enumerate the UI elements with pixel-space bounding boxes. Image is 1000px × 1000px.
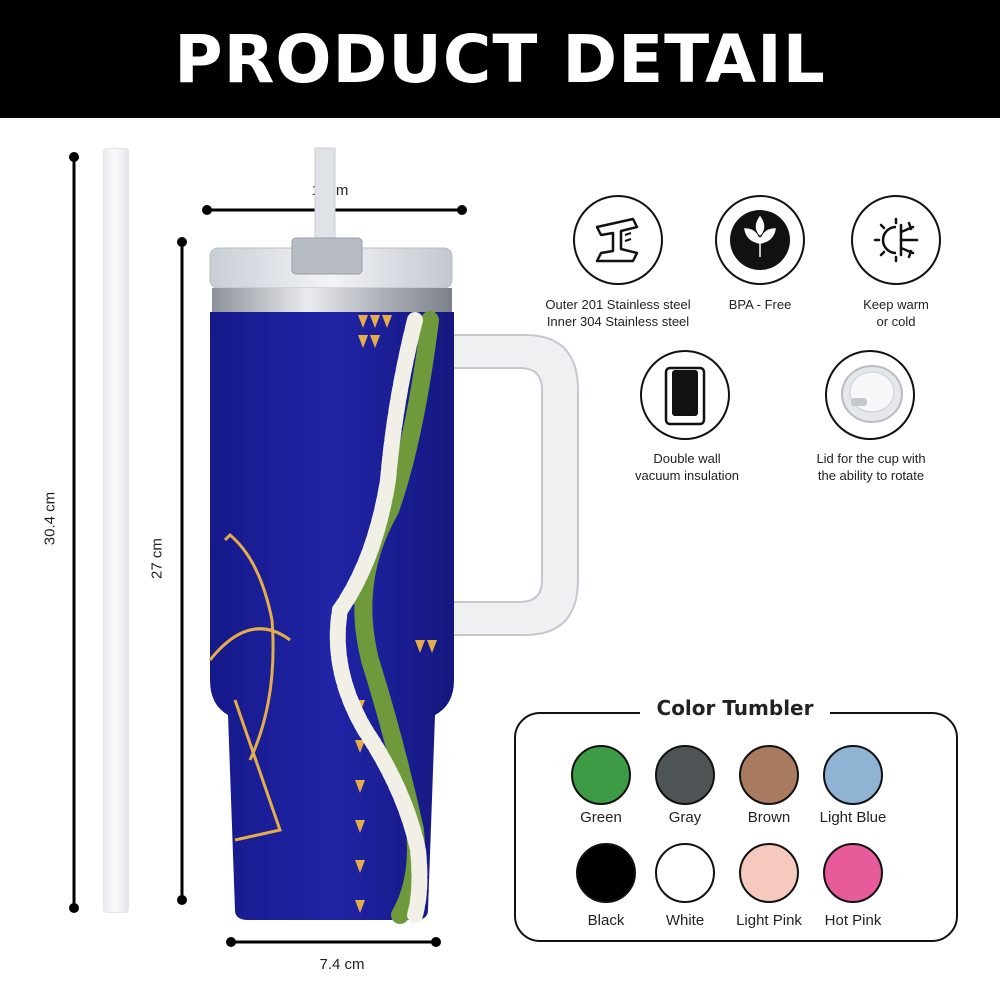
header-banner: PRODUCT DETAIL xyxy=(0,0,1000,118)
leaf-icon xyxy=(715,195,805,285)
color-panel-title: Color Tumbler xyxy=(640,696,830,720)
swatch-label-hot-pink: Hot Pink xyxy=(824,912,882,929)
swatch-hot-pink[interactable] xyxy=(823,843,883,903)
swatch-light-pink[interactable] xyxy=(739,843,799,903)
swatch-label-light-pink: Light Pink xyxy=(736,912,802,929)
feature-label-temperature: Keep warm or cold xyxy=(863,297,929,329)
swatch-brown[interactable] xyxy=(739,745,799,805)
color-options-panel xyxy=(514,712,958,942)
swatch-label-white: White xyxy=(665,912,705,929)
tumbler-image xyxy=(208,147,579,924)
feature-label-double-wall: Double wall vacuum insulation xyxy=(634,451,740,483)
swatch-label-gray: Gray xyxy=(668,809,702,826)
feature-label-lid: Lid for the cup with the ability to rota… xyxy=(816,451,926,483)
swatch-label-green: Green xyxy=(580,809,622,826)
straw-height-label: 30.4 cm xyxy=(41,491,59,546)
swatch-white[interactable] xyxy=(655,843,715,903)
swatch-label-brown: Brown xyxy=(747,809,791,826)
swatch-gray[interactable] xyxy=(655,745,715,805)
swatch-green[interactable] xyxy=(571,745,631,805)
sun-snowflake-icon xyxy=(851,195,941,285)
steel-beam-icon xyxy=(573,195,663,285)
swatch-light-blue[interactable] xyxy=(823,745,883,805)
straw-height-line xyxy=(69,152,79,913)
swatch-label-light-blue: Light Blue xyxy=(819,809,887,826)
feature-label-bpa: BPA - Free xyxy=(728,297,792,312)
bottom-width-line xyxy=(226,937,441,947)
swatch-label-black: Black xyxy=(587,912,625,929)
lid-icon xyxy=(825,350,915,440)
cup-height-line xyxy=(177,237,187,905)
bottom-width-label: 7.4 cm xyxy=(319,956,365,973)
feature-label-steel: Outer 201 Stainless steel Inner 304 Stai… xyxy=(545,297,691,329)
page-title: PRODUCT DETAIL xyxy=(174,20,826,98)
straw-image xyxy=(103,148,129,913)
cup-height-label: 27 cm xyxy=(148,538,166,579)
double-wall-icon xyxy=(640,350,730,440)
swatch-black[interactable] xyxy=(576,843,636,903)
